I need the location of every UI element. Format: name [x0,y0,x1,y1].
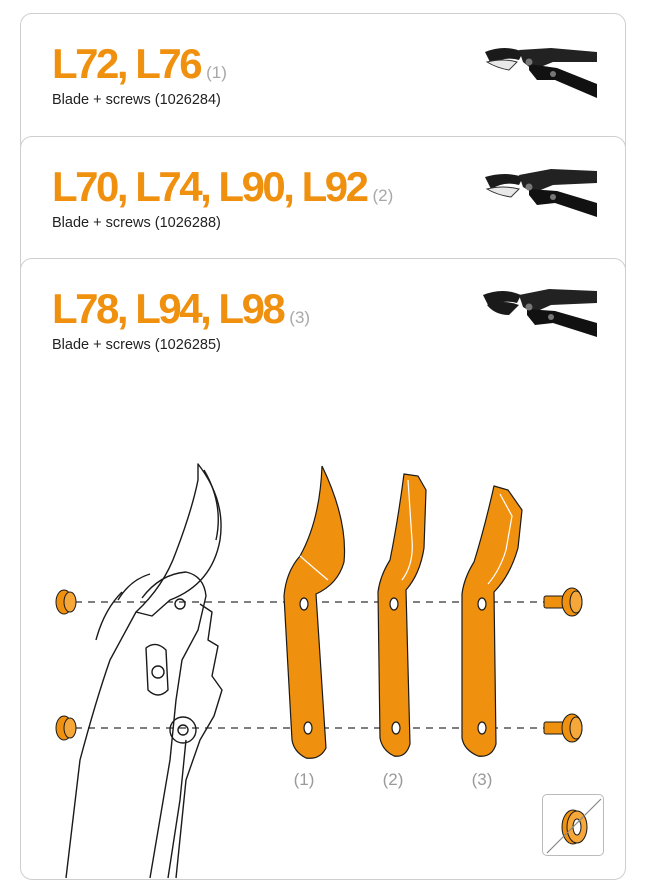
blade-label-3: (3) [471,770,493,789]
card-title: L70, L74, L90, L92(2) [52,163,393,211]
model-list: L78, L94, L98 [52,285,286,332]
lopper-thumbnail-icon [485,169,597,217]
part-description: Blade + screws (1026284) [52,92,221,108]
ref-number: (1) [206,63,227,82]
washer-not-included-icon [542,794,604,856]
ref-number: (3) [289,308,311,327]
ref-number: (2) [372,186,394,205]
model-list: L72, L76 [52,40,203,87]
model-list: L70, L74, L90, L92 [52,163,369,210]
part-description: Blade + screws (1026288) [52,215,221,231]
card-title: L72, L76(1) [52,40,227,88]
card-title: L78, L94, L98(3) [52,285,310,333]
part-description: Blade + screws (1026285) [52,337,221,353]
lopper-thumbnail-icon [485,48,597,98]
blade-label-2: (2) [382,770,404,789]
blade-label-1: (1) [293,770,315,789]
lopper-thumbnail-icon [483,289,597,337]
